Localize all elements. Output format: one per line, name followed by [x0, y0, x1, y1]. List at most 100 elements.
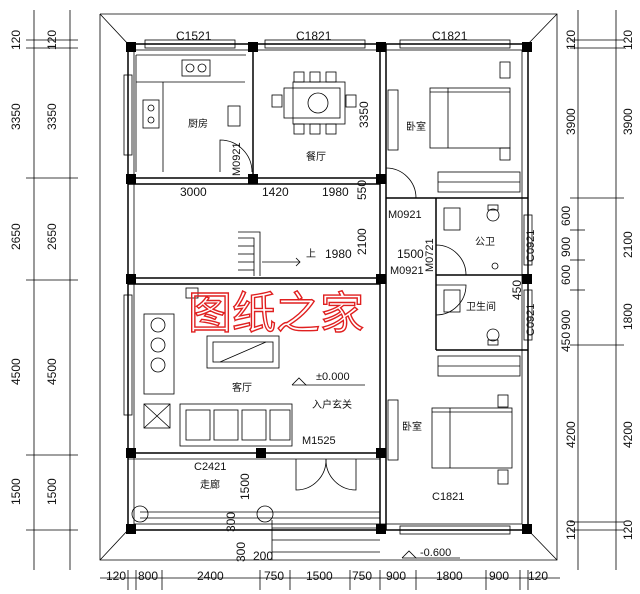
dim-label: 3900 [564, 108, 578, 135]
dim-label: 800 [138, 569, 158, 583]
dim-label: 4500 [45, 358, 59, 385]
dim-label: 900 [489, 569, 509, 583]
dim-label: 200 [253, 549, 273, 563]
dim-label: 3350 [357, 101, 371, 128]
dim-label: 120 [45, 30, 59, 50]
dim-label: 4500 [9, 358, 23, 385]
level-marker-icon [291, 377, 460, 559]
bedroom2-furniture [387, 355, 521, 485]
dim-label: 3900 [621, 108, 635, 135]
window-c1821-label: C1821 [432, 29, 468, 43]
tv-cabinet [185, 287, 199, 299]
entry-door[interactable] [295, 458, 357, 491]
window-mark: C1821 [432, 491, 464, 503]
dim-label: 1980 [325, 247, 352, 261]
bath-fixtures [443, 289, 500, 346]
dim-label: 1980 [322, 185, 349, 199]
dim-label: 120 [528, 569, 548, 583]
left-dim-labels: 120 3350 2650 4500 1500 120 3350 2650 45… [9, 30, 59, 505]
room-bedroom1: 卧室 [406, 120, 426, 133]
dim-label: 1500 [45, 478, 59, 505]
kitchen-door[interactable] [219, 139, 253, 173]
dim-label: 1800 [436, 569, 463, 583]
dim-label: 900 [559, 237, 573, 257]
dim-label: 300 [224, 512, 238, 532]
dim-label: 120 [564, 520, 578, 540]
top-window-labels: C1521 C1821 C1821 [176, 29, 468, 43]
dim-label: 900 [559, 310, 573, 330]
roof-outline [99, 13, 558, 561]
door-mark: M0921 [231, 142, 243, 176]
dim-label: 3000 [180, 185, 207, 199]
window-mark: C2421 [194, 461, 226, 473]
door-mark: M1525 [302, 435, 336, 447]
door-mark: M0921 [388, 209, 422, 221]
window-mark: C0921 [525, 304, 537, 336]
bedroom1-door[interactable] [385, 167, 417, 199]
room-dining: 餐厅 [306, 150, 326, 163]
dim-label: 1500 [306, 569, 333, 583]
dim-label: 600 [559, 265, 573, 285]
room-bath: 卫生间 [466, 300, 496, 313]
dim-label: 120 [106, 569, 126, 583]
window-mark: C0921 [525, 230, 537, 262]
room-living: 客厅 [232, 381, 252, 394]
dim-label: 120 [564, 30, 578, 50]
dim-label: 1420 [262, 185, 289, 199]
top-windows [123, 39, 533, 535]
dim-label: 120 [621, 30, 635, 50]
dim-label: 900 [386, 569, 406, 583]
inner-dim-labels: 3000 1420 1980 1980 1500 2100 550 3350 1… [180, 101, 524, 563]
living-sofa [143, 313, 293, 447]
dim-label: 300 [234, 542, 248, 562]
door-mark: M0721 [424, 238, 436, 272]
dim-label: 4200 [564, 421, 578, 448]
kitchen-counter [135, 54, 246, 172]
door-mark: M0921 [390, 265, 424, 277]
room-entry: 入户玄关 [312, 398, 352, 411]
room-corridor: 走廊 [200, 478, 220, 491]
room-kitchen: 厨房 [188, 117, 208, 130]
stair-up-mark: 上 [306, 248, 316, 260]
watermark: 图纸之家 [188, 288, 364, 339]
bedroom1-furniture [387, 61, 521, 193]
dim-label: 2650 [45, 223, 59, 250]
dim-label: 2400 [197, 569, 224, 583]
room-labels: 厨房 餐厅 卧室 公卫 卫生间 客厅 入户玄关 卧室 走廊 [188, 117, 496, 491]
dim-label: 550 [355, 180, 369, 200]
dim-label: 2650 [9, 223, 23, 250]
dim-label: 2100 [355, 228, 369, 255]
right-dim-labels: 120 3900 600 900 600 900 450 4200 120 12… [559, 30, 635, 540]
outer-walls [127, 43, 529, 531]
public-bath-door[interactable] [435, 244, 467, 276]
dim-label: 1800 [621, 303, 635, 330]
dim-label: 3350 [45, 103, 59, 130]
room-bedroom2: 卧室 [402, 420, 422, 433]
interior-walls [128, 44, 528, 530]
bath-door[interactable] [435, 284, 467, 316]
porch-steps [131, 505, 380, 560]
dim-label: 120 [9, 30, 23, 50]
bottom-dim-labels: 120 800 2400 750 1500 750 900 1800 900 1… [106, 569, 548, 583]
dim-label: 1500 [397, 247, 424, 261]
dim-label: 4200 [621, 421, 635, 448]
level-mark: ±0.000 [316, 371, 350, 383]
public-bath-fixtures [443, 204, 500, 270]
room-public-bath: 公卫 [475, 237, 495, 248]
dim-label: 600 [559, 206, 573, 226]
dim-label: 2100 [621, 231, 635, 258]
level-mark: -0.600 [420, 547, 451, 559]
dimension-lines [26, 10, 624, 590]
dining-table [271, 71, 357, 135]
dim-label: 120 [621, 520, 635, 540]
staircase [238, 231, 301, 276]
dim-label: 1500 [9, 478, 23, 505]
dim-label: 750 [352, 569, 372, 583]
dim-label: 450 [559, 332, 573, 352]
dim-label: 450 [510, 280, 524, 300]
columns [126, 42, 532, 534]
dim-label: 750 [264, 569, 284, 583]
door-window-marks: M0921 M0921 M0921 M0721 C0921 C0921 M152… [194, 142, 537, 559]
dim-label: 1500 [238, 473, 252, 500]
